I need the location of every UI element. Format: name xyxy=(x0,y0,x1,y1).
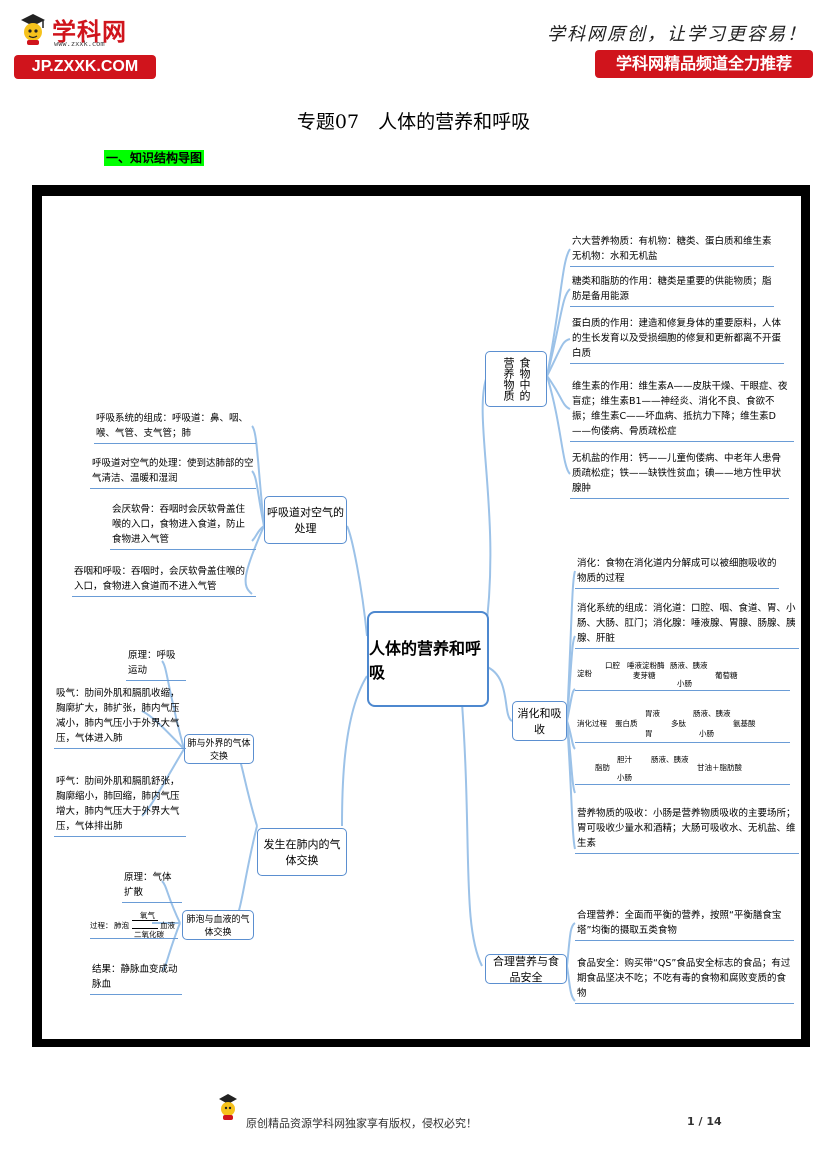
food-safety-item-safety: 食品安全：购买带“QS”食品安全标志的食品；有过期食品坚决不吃；不吃有毒的食物和… xyxy=(575,956,794,1004)
sub-branch-lung-exchange[interactable]: 肺与外界的气体交换 xyxy=(184,734,254,764)
formula-protein-mid: 多肽 xyxy=(671,719,686,728)
branch-air-handling[interactable]: 呼吸道对空气的处理 xyxy=(264,496,347,544)
air-item-processing: 呼吸道对空气的处理：使到达肺部的空气清洁、温暖和湿润 xyxy=(90,456,256,489)
lung-inhale: 吸气：肋间外肌和膈肌收缩，胸廓扩大，肺扩张，肺内气压减小，肺内气压小于外界大气压… xyxy=(54,686,186,749)
branch-food-safety[interactable]: 合理营养与食品安全 xyxy=(485,954,567,984)
formula-starch-start: 口腔 xyxy=(605,661,620,670)
alveoli-principle: 原理：气体扩散 xyxy=(122,870,182,903)
nutrients-item-protein: 蛋白质的作用：建造和修复身体的重要原料，人体的生长发育以及受损细胞的修复和更新都… xyxy=(570,316,784,364)
page-title: 专题07 人体的营养和呼吸 xyxy=(296,111,531,133)
formula-protein-enzyme: 胃液 xyxy=(645,709,660,718)
formula-starch-site: 小肠 xyxy=(677,679,692,688)
branch-digestion[interactable]: 消化和吸收 xyxy=(512,701,567,741)
branch-nutrients[interactable]: 食物中的营养物质 xyxy=(485,351,547,407)
alveoli-process-left: 肺泡 xyxy=(114,921,129,930)
nutrients-item-carb-fat: 糖类和脂肪的作用：糖类是重要的供能物质；脂肪是备用能源 xyxy=(570,274,774,307)
formula-fat-label: 脂肪 xyxy=(595,763,610,772)
formula-fat-enzyme2: 肠液、胰液 xyxy=(651,755,689,764)
digestion-item-system: 消化系统的组成：消化道：口腔、咽、食道、胃、小肠、大肠、肛门；消化腺：唾液腺、胃… xyxy=(575,601,799,649)
air-item-system: 呼吸系统的组成：呼吸道：鼻、咽、喉、气管、支气管；肺 xyxy=(94,411,256,444)
logo-text: 学科网 xyxy=(52,18,127,46)
digestion-item-definition: 消化：食物在消化道内分解成可以被细胞吸收的物质的过程 xyxy=(575,556,779,589)
formula-starch-enzyme2: 肠液、胰液 xyxy=(670,661,708,670)
sub-branch-alveoli-exchange[interactable]: 肺泡与血液的气体交换 xyxy=(182,910,254,940)
formula-protein-enzyme2: 肠液、胰液 xyxy=(693,709,731,718)
alveoli-process-label: 过程： xyxy=(90,921,113,930)
logo-url: www.zxxk.com xyxy=(54,40,105,48)
footer-copyright: 原创精品资源学科网独家享有版权，侵权必究！ xyxy=(246,1117,477,1130)
formula-starch-mid: 麦芽糖 xyxy=(633,671,656,680)
nutrients-item-six: 六大营养物质：有机物：糖类、蛋白质和维生素 无机物：水和无机盐 xyxy=(570,234,781,267)
logo-mascot-icon xyxy=(18,12,48,46)
formula-protein-site: 小肠 xyxy=(699,729,714,738)
footer-mascot-icon xyxy=(217,1093,239,1121)
site-badge[interactable]: JP.ZXXK.COM xyxy=(14,55,156,79)
alveoli-process-right: 血液 xyxy=(160,921,175,930)
formula-protein-label: 蛋白质 xyxy=(615,719,638,728)
slogan: 学科网原创，让学习更容易！ xyxy=(547,24,807,45)
formula-fat-enzyme: 胆汁 xyxy=(617,755,632,764)
alveoli-result: 结果：静脉血变成动脉血 xyxy=(90,962,182,995)
formula-fat: 脂肪 胆汁 小肠 肠液、胰液 甘油＋脂肪酸 xyxy=(575,752,790,785)
formula-process-label: 消化过程 xyxy=(577,719,607,728)
section-heading: 一、知识结构导图 xyxy=(104,150,205,166)
formula-fat-end: 甘油＋脂肪酸 xyxy=(697,763,742,772)
connector-lines xyxy=(141,248,576,1002)
food-safety-item-nutrition: 合理营养：全面而平衡的营养，按照“平衡膳食宝塔”均衡的摄取五类食物 xyxy=(575,908,794,941)
branch-gas-exchange[interactable]: 发生在肺内的气体交换 xyxy=(257,828,347,876)
digestion-item-absorption: 营养物质的吸收：小肠是营养物质吸收的主要场所；胃可吸收少量水和酒精；大肠可吸收水… xyxy=(575,806,799,854)
exchange-arrow xyxy=(132,928,158,929)
formula-starch-end: 葡萄糖 xyxy=(715,671,738,680)
alveoli-process-top: 氧气 xyxy=(140,911,155,920)
alveoli-process: 过程： 肺泡 氧气 二氧化碳 血液 xyxy=(90,908,178,939)
formula-protein: 消化过程 蛋白质 胃液 胃 多肽 肠液、胰液 小肠 氨基酸 xyxy=(575,704,790,743)
lung-principle: 原理：呼吸运动 xyxy=(126,648,186,681)
formula-fat-site: 小肠 xyxy=(617,773,632,782)
exchange-arrow xyxy=(132,920,158,921)
formula-starch-enzyme: 唾液淀粉酶 xyxy=(627,661,665,670)
air-item-epiglottis: 会厌软骨：吞咽时会厌软骨盖住喉的入口，食物进入食道，防止食物进入气管 xyxy=(110,502,256,550)
lung-exhale: 呼气：肋间外肌和膈肌舒张，胸廓缩小，肺回缩，肺内气压增大，肺内气压大于外界大气压… xyxy=(54,774,186,837)
page-number: 1 / 14 xyxy=(687,1115,722,1128)
alveoli-process-bottom: 二氧化碳 xyxy=(134,930,164,939)
formula-starch-label: 淀粉 xyxy=(577,669,592,678)
nutrients-item-vitamins: 维生素的作用：维生素A——皮肤干燥、干眼症、夜盲症；维生素B1——神经炎、消化不… xyxy=(570,379,794,442)
channel-badge[interactable]: 学科网精品频道全力推荐 xyxy=(595,50,813,78)
formula-starch: 淀粉 口腔 唾液淀粉酶 麦芽糖 肠液、胰液 小肠 葡萄糖 xyxy=(575,658,790,691)
mindmap-canvas: 人体的营养和呼吸 食物中的营养物质 六大营养物质：有机物：糖类、蛋白质和维生素 … xyxy=(42,196,801,1039)
formula-protein-start: 胃 xyxy=(645,729,653,738)
central-topic[interactable]: 人体的营养和呼吸 xyxy=(367,611,489,707)
formula-protein-end: 氨基酸 xyxy=(733,719,756,728)
air-item-swallow: 吞咽和呼吸：吞咽时，会厌软骨盖住喉的入口，食物进入食道而不进入气管 xyxy=(72,564,256,597)
nutrients-item-minerals: 无机盐的作用：钙——儿童佝偻病、中老年人患骨质疏松症；铁——缺铁性贫血；碘——地… xyxy=(570,451,789,499)
